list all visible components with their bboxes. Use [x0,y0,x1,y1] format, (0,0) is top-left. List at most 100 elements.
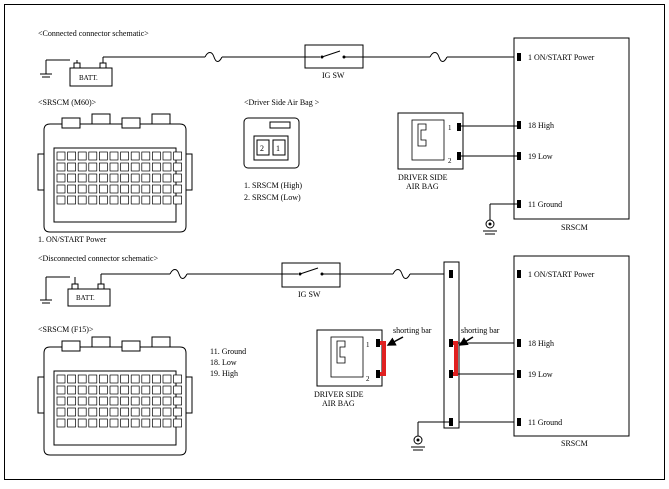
f15-legend: 11. Ground [210,347,246,356]
ig-switch-box [281,262,341,288]
connector-pin [141,396,151,406]
connector-pin [141,418,151,428]
connector-pin [152,418,161,428]
airbag-pin-label: 1 [448,124,452,132]
connector-side-tab [185,153,193,191]
connector-pin [99,407,108,417]
connector-pin [67,396,76,406]
connector-pin [109,374,119,384]
connector-pin [67,195,76,205]
connector-pin [88,374,98,384]
ground-icon [411,435,425,451]
connector-pin [173,162,182,172]
connector-pin [99,195,108,205]
connector-pin [162,396,172,406]
srscm-pin [517,53,521,61]
connector-pin [99,418,108,428]
connector-pin [56,184,66,194]
battery: BATT. [67,283,111,307]
connector-pin [120,173,129,183]
connector-pin [88,396,98,406]
connector-pin [120,195,129,205]
connector-pin [152,195,161,205]
srscm-module [513,37,630,220]
connector-pin [141,184,151,194]
connector-pin [130,162,140,172]
srscm-pin-label: 11 Ground [528,418,562,427]
fuse-icon [169,269,188,279]
driver-side-label: DRIVER SIDE [314,390,364,399]
connector-latch [121,340,141,352]
connector-pin [56,151,66,161]
srscm-pin-label: 18 High [528,121,554,130]
connector-pin [67,173,76,183]
switch-icon [282,267,340,276]
connector-pin [120,184,129,194]
connector-pin [141,195,151,205]
airbag-legend-2: 2. SRSCM (Low) [244,193,301,202]
connector-pin [67,385,76,395]
connector-pin [162,407,172,417]
airbag-connector-key [417,123,427,147]
connector-pin [109,162,119,172]
connector-pin [152,385,161,395]
connector-pin [109,173,119,183]
connector-pin [130,173,140,183]
battery-label: BATT. [76,294,95,302]
connector-latch [151,113,171,125]
srscm-pin-label: 19 Low [528,152,553,161]
connector-pin [99,184,108,194]
airbag-pin-label: 2 [366,375,370,383]
connector-pin [141,151,151,161]
shorting-bar-label: shorting bar [393,326,432,335]
connector-pin [120,374,129,384]
airbag-face-pin: 2 [260,144,264,153]
connector-pin [109,396,119,406]
connector-pin [173,407,182,417]
connector-pin [130,407,140,417]
driver-side-label: DRIVER SIDE [398,173,448,182]
connector-pin [88,407,98,417]
shorting-bar [380,341,386,376]
air-bag-label: AIR BAG [322,399,355,408]
shorting-bar [453,341,458,376]
shorting-bar-label: shorting bar [461,326,500,335]
connector-pin [99,173,108,183]
connector-pin [152,374,161,384]
connector-pin [162,184,172,194]
connector-pin [109,418,119,428]
connector-pin [152,173,161,183]
connector-pin [77,184,87,194]
connector-latch [61,340,81,352]
connector-pin [56,173,66,183]
connector-pin [173,184,182,194]
srscm-pin-label: 11 Ground [528,200,562,209]
connector-pin [109,407,119,417]
connector-pin [130,396,140,406]
connector-pin [109,151,119,161]
connector-pin [162,385,172,395]
connector-pin [56,374,66,384]
connector-pin [120,418,129,428]
connector-pin [77,162,87,172]
connector-latch [151,336,171,348]
airbag-connector [397,112,464,170]
connector-pin [88,173,98,183]
connector-pin [77,195,87,205]
connector-pin [141,407,151,417]
connector-pin [77,151,87,161]
connector-pin [88,195,98,205]
connector-pin [77,396,87,406]
switch-icon [305,50,363,59]
connector-pin [56,195,66,205]
connector-pin [173,195,182,205]
airbag-face-title: <Driver Side Air Bag > [244,98,320,107]
srscm-pin [517,121,521,129]
connector-latch [121,117,141,129]
connector-pin [109,195,119,205]
srscm-label: SRSCM [561,439,588,448]
connector-pin [56,418,66,428]
srscm-pin-label: 1 ON/START Power [528,53,595,62]
connector-pin [173,151,182,161]
srscm-m60-title: <SRSCM (M60)> [38,98,97,107]
